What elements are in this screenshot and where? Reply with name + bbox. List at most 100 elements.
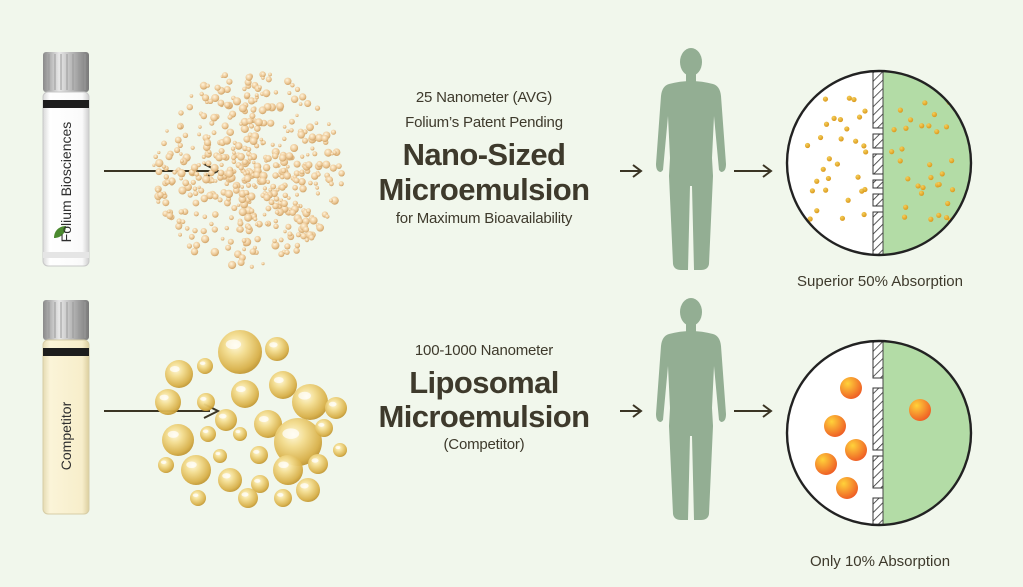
nano-particle (247, 192, 256, 201)
nano-particle (165, 179, 171, 185)
absorbed-particle (928, 174, 934, 181)
droplet-highlight (282, 428, 300, 439)
particle (831, 115, 837, 121)
nano-particle (217, 197, 223, 203)
nano-particle (267, 119, 275, 127)
liposome-droplet (333, 443, 347, 457)
nano-particle (244, 213, 253, 222)
nano-particle (330, 152, 334, 156)
liposome-droplet (197, 393, 215, 411)
nano-particle (249, 112, 256, 119)
nano-particle (273, 218, 278, 224)
nano-particle (217, 169, 225, 177)
particle (851, 96, 857, 103)
nano-particle (284, 249, 290, 255)
nano-particle (230, 146, 236, 151)
particle (855, 174, 861, 180)
nano-particle (186, 103, 193, 111)
nano-particle (287, 91, 292, 95)
nano-particle (225, 244, 232, 251)
nano-particle (336, 163, 342, 169)
nano-particle (201, 235, 210, 244)
absorbed-particle (915, 183, 921, 189)
nano-particle (246, 182, 251, 188)
absorbed-particle (931, 111, 937, 118)
particle (836, 477, 858, 499)
nano-particle (190, 179, 196, 185)
nano-particle (259, 137, 264, 142)
nano-particle (231, 205, 238, 211)
nano-particle (295, 113, 299, 117)
nano-particle (305, 161, 313, 169)
nano-particle (329, 181, 334, 187)
nano-particle-cluster (148, 66, 348, 276)
nano-particle (275, 187, 280, 192)
nano-particle (325, 214, 330, 219)
nano-particle (287, 196, 291, 200)
nano-particle (268, 199, 275, 206)
particle (853, 138, 859, 144)
liposome-droplet (233, 427, 247, 441)
nano-particle (306, 153, 310, 157)
liposome-droplet (296, 478, 320, 502)
nano-particle (293, 177, 300, 184)
nano-particle (330, 196, 339, 205)
nano-particle (213, 179, 218, 183)
nano-particle (232, 97, 242, 106)
particle (823, 121, 830, 127)
particle (823, 187, 829, 193)
droplet-highlight (215, 452, 221, 456)
droplet-highlight (235, 430, 241, 434)
droplet-highlight (269, 342, 278, 348)
nano-particle (205, 160, 212, 167)
nano-particle (237, 152, 245, 161)
absorbed-particle (943, 214, 950, 221)
nano-particle (259, 177, 267, 185)
nano-particle (178, 232, 182, 237)
nano-particle (297, 131, 305, 139)
droplet-highlight (311, 458, 319, 463)
liposome-droplet-cluster (148, 330, 353, 510)
nano-particle (268, 72, 272, 77)
nano-particle (248, 97, 256, 105)
particle (814, 178, 820, 184)
particle (807, 216, 813, 222)
nano-particle (222, 136, 232, 145)
nano-particle (285, 152, 293, 160)
nano-particle (260, 71, 266, 77)
nano-particle (220, 236, 225, 241)
nano-particle (155, 168, 163, 176)
nano-particle (224, 101, 231, 109)
absorbed-particle (928, 216, 934, 222)
absorption-caption-folium: Superior 50% Absorption (797, 273, 963, 290)
nano-particle (330, 129, 337, 135)
nano-particle (175, 222, 183, 230)
liposome-droplet (269, 371, 297, 399)
nano-particle (327, 122, 331, 126)
nano-particle (338, 181, 344, 187)
nano-particle (300, 154, 305, 159)
nano-particle (299, 93, 307, 101)
nano-particle (298, 102, 303, 106)
nano-particle (286, 164, 290, 169)
nano-particle (304, 100, 312, 107)
arrow-right-icon (734, 403, 774, 419)
nano-particle (152, 163, 156, 167)
nano-particle (315, 133, 324, 142)
nano-particle (254, 222, 259, 226)
nano-particle (207, 98, 214, 104)
nano-particle (190, 247, 199, 256)
nano-particle (272, 238, 277, 244)
nano-particle (243, 174, 252, 183)
nano-particle (165, 153, 173, 161)
liposome-droplet (213, 449, 227, 463)
particle-size-label: 100-1000 Nanometer (414, 342, 554, 359)
liposome-droplet (238, 488, 258, 508)
nano-particle (249, 248, 256, 255)
nano-particle (278, 251, 285, 258)
nano-particle (242, 247, 246, 252)
nano-particle (209, 221, 214, 227)
nano-particle (155, 187, 161, 193)
particle (804, 142, 811, 149)
bioavailability-label: for Maximum Bioavailability (395, 210, 573, 227)
